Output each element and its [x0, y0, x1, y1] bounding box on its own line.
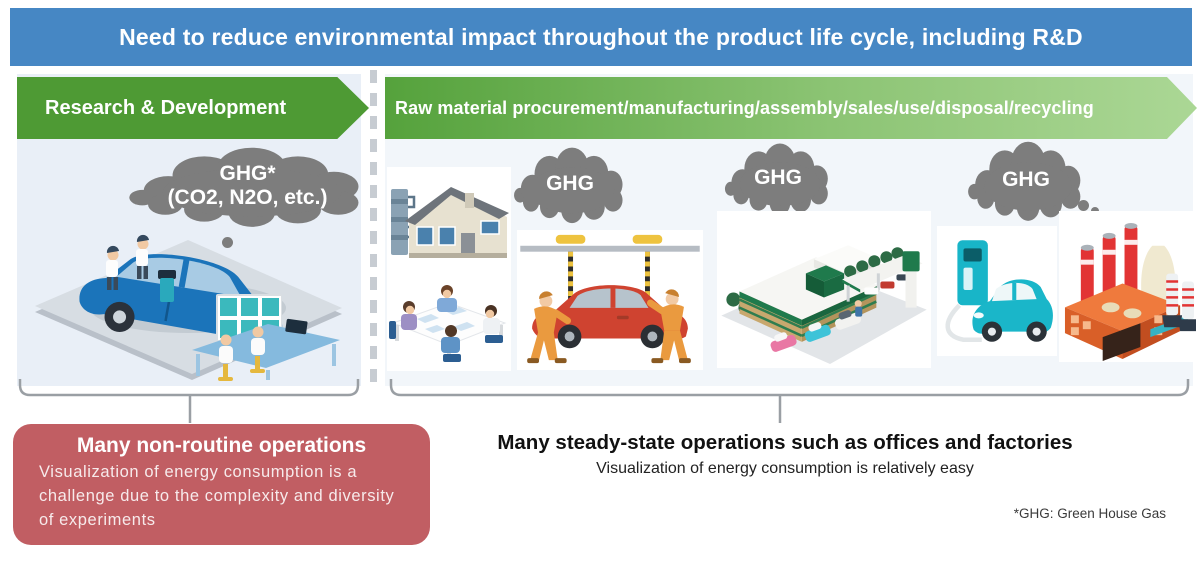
smoke-dot	[1078, 200, 1089, 211]
lifecycle-callout-body: Visualization of energy consumption is r…	[596, 460, 974, 477]
manufacturing-card	[387, 167, 511, 371]
ghg-footnote: *GHG: Green House Gas	[1013, 506, 1166, 521]
rd-callout-title: Many non-routine operations	[76, 434, 367, 457]
ghg-cloud-manufacturing: GHG	[512, 146, 628, 228]
factory-building-illustration	[391, 187, 509, 258]
page-title: Need to reduce environmental impact thro…	[10, 8, 1192, 66]
rd-test-lab-illustration	[20, 182, 355, 382]
ghg-cloud-manufacturing-label: GHG	[546, 172, 594, 196]
stage-arrow-lifecycle: Raw material procurement/manufacturing/a…	[385, 77, 1197, 139]
car-dealership-illustration	[721, 245, 927, 364]
office-meeting-illustration	[389, 285, 507, 362]
engineer-figures	[106, 234, 176, 302]
ghg-cloud-sales-label: GHG	[754, 166, 802, 190]
lifecycle-callout-title: Many steady-state operations such as off…	[497, 431, 1073, 454]
control-desk	[192, 318, 340, 381]
stage-arrow-rd-label: Research & Development	[45, 96, 287, 119]
assembly-card	[517, 230, 703, 370]
smoke-dot	[222, 237, 233, 248]
lifecycle-bracket	[389, 379, 1190, 423]
car-assembly-illustration	[520, 234, 700, 364]
rd-callout-body: Visualization of energy consumption is a…	[39, 463, 395, 529]
rd-bracket	[18, 379, 360, 423]
ghg-cloud-sales: GHG	[723, 142, 833, 220]
ghg-cloud-use-label: GHG	[1002, 168, 1050, 192]
dashed-divider	[370, 70, 377, 390]
use-card	[937, 226, 1057, 356]
worker-figure	[527, 291, 572, 364]
recycle-card	[1059, 211, 1196, 362]
power-plant-illustration	[1064, 222, 1196, 361]
stage-arrow-lifecycle-label: Raw material procurement/manufacturing/a…	[395, 97, 1094, 118]
worker-figure	[646, 289, 691, 364]
ghg-cloud-rd: GHG* (CO2, N2O, etc.)	[125, 146, 370, 232]
stage-arrow-rd: Research & Development	[17, 77, 369, 139]
sales-card	[717, 211, 931, 368]
ghg-cloud-rd-label: GHG* (CO2, N2O, etc.)	[167, 162, 328, 209]
ev-charging-illustration	[945, 240, 1053, 343]
ghg-cloud-use: GHG	[966, 140, 1086, 226]
page-title-text: Need to reduce environmental impact thro…	[119, 23, 1083, 50]
rd-callout: Many non-routine operations Visualizatio…	[13, 424, 430, 545]
